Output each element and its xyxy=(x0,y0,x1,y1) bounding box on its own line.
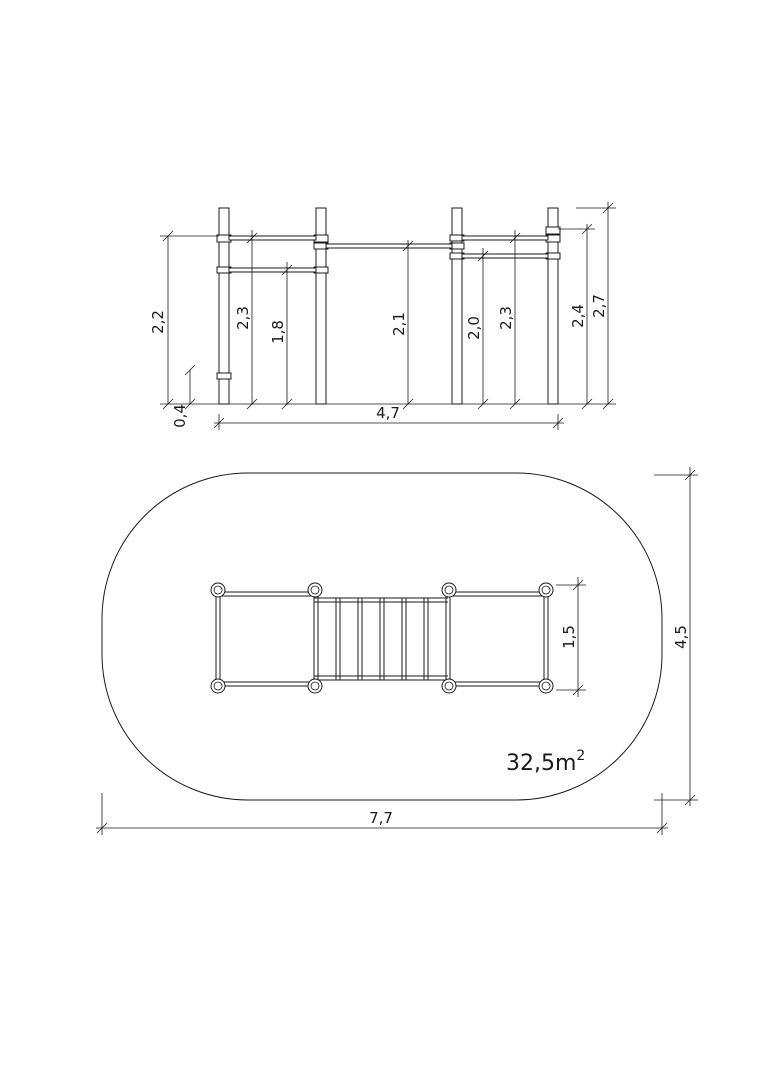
area-unit-superscript: 2 xyxy=(576,748,585,764)
dim-bar-left-top: 2,3 xyxy=(234,306,252,330)
dim-total-height: 2,7 xyxy=(590,294,608,318)
plan-posts xyxy=(210,582,554,694)
plan-view: 1,5 4,5 7,7 32,5m2 xyxy=(96,467,698,835)
ladder xyxy=(313,592,451,686)
post-1 xyxy=(218,207,230,405)
plan-dimension-lines xyxy=(96,467,698,835)
dim-bar-left-low: 1,8 xyxy=(269,320,287,344)
post-2 xyxy=(315,207,327,405)
dim-area-length: 7,7 xyxy=(369,809,393,827)
frame-right xyxy=(450,590,549,688)
dim-bar-middle: 2,1 xyxy=(390,312,408,336)
bar-left-low xyxy=(228,267,317,273)
dim-ground-height: 2,2 xyxy=(149,310,167,334)
post-4 xyxy=(547,207,559,405)
frame-left xyxy=(215,590,314,688)
bar-right-low xyxy=(461,253,549,259)
dim-total-length: 4,7 xyxy=(376,404,400,422)
safety-area-outline xyxy=(101,472,663,801)
dim-frame-width: 1,5 xyxy=(560,625,578,649)
bar-middle xyxy=(325,243,453,249)
area-label: 32,5m2 xyxy=(506,748,585,776)
clamps xyxy=(216,226,561,380)
dim-post-height: 2,4 xyxy=(569,304,587,328)
area-value: 32,5m xyxy=(506,751,576,776)
bar-left-top xyxy=(228,235,317,241)
dim-foot-depth: 0,4 xyxy=(171,404,189,428)
bar-right-top xyxy=(461,235,549,241)
elevation-dimension-lines xyxy=(160,202,616,430)
dim-bar-right-top: 2,3 xyxy=(497,306,515,330)
dim-area-depth: 4,5 xyxy=(672,625,690,649)
dim-bar-right-low: 2,0 xyxy=(465,316,483,340)
elevation-view: 2,2 0,4 2,3 1,8 2,1 2,0 2,3 2,4 2,7 4,7 xyxy=(149,202,616,430)
post-3 xyxy=(451,207,463,405)
bars xyxy=(228,235,549,273)
